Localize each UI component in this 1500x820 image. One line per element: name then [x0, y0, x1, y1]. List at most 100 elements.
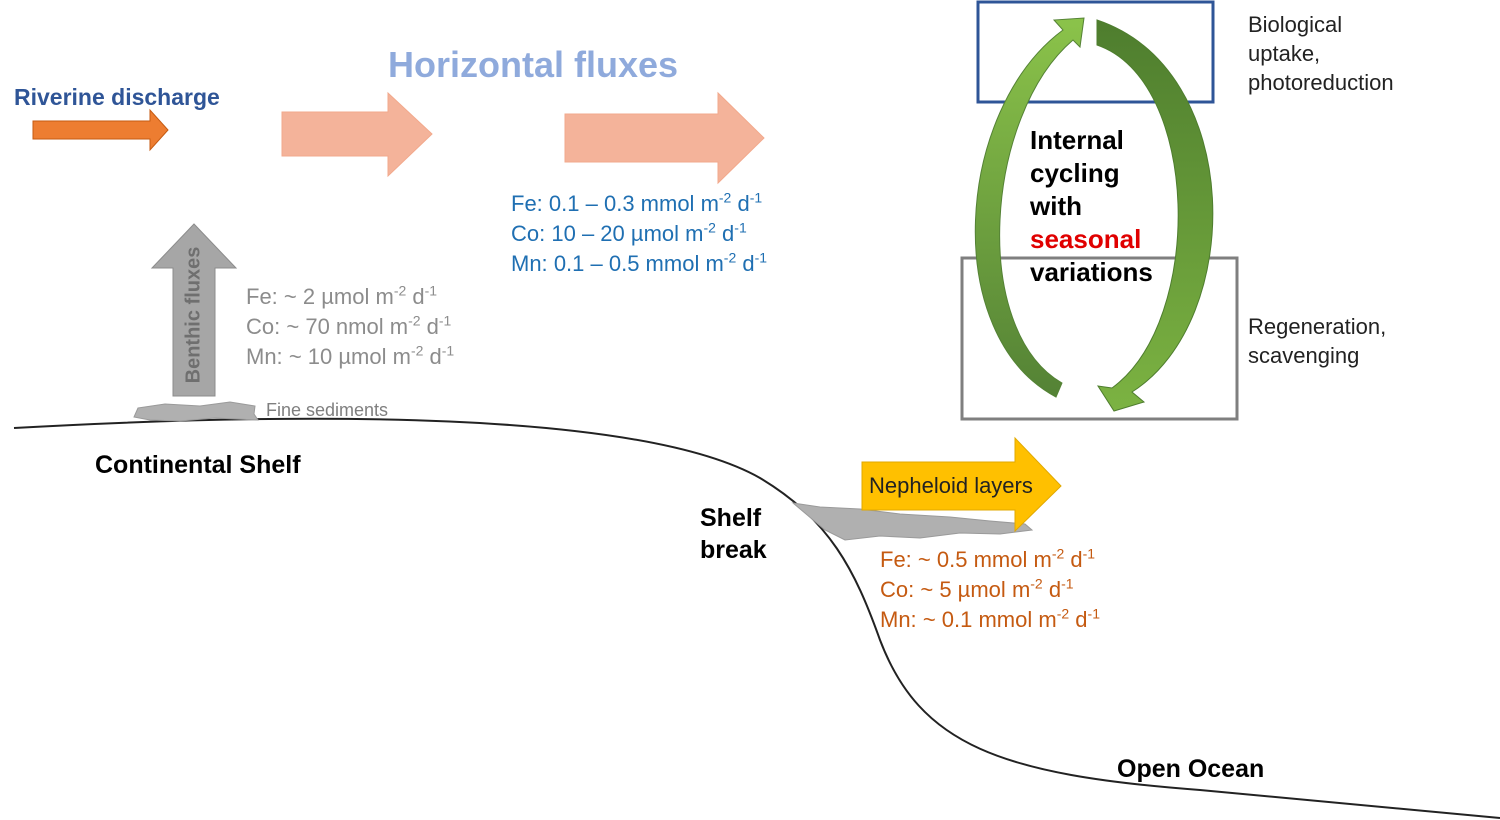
- cycle-arrow-upward: [974, 17, 1085, 398]
- benthic-fluxes-label: Benthic fluxes: [182, 246, 205, 384]
- shelf-break-line-2: break: [700, 536, 767, 564]
- flux-unit-area-exp: -2: [1030, 575, 1043, 592]
- bio-line-1: Biological: [1248, 12, 1343, 37]
- flux-unit-time-exp: -1: [441, 342, 455, 359]
- flux-unit-time-exp: -1: [749, 189, 763, 206]
- benthic-flux-line: Fe: ~ 2 µmol m-2 d-1: [246, 282, 454, 312]
- flux-unit-area: m: [1033, 547, 1052, 572]
- internal-line-1: Internal: [1030, 125, 1124, 155]
- regen-line-2: scavenging: [1248, 343, 1360, 368]
- flux-element: Mn:: [880, 607, 917, 632]
- nepheloid-layers-label: Nepheloid layers: [869, 473, 1033, 498]
- flux-unit-area: m: [1011, 577, 1031, 602]
- flux-unit-time: d: [412, 284, 425, 309]
- flux-value: ~ 5 µmol: [920, 577, 1006, 602]
- fine-sediment-patch: [133, 401, 259, 422]
- flux-unit-time: d: [1048, 577, 1062, 602]
- flux-value: ~ 2 µmol: [283, 284, 370, 309]
- flux-unit-area: m: [389, 314, 409, 339]
- flux-unit-time-exp: -1: [1061, 575, 1074, 592]
- cycle-arrow-downward: [1096, 19, 1214, 412]
- fine-sediments-label: Fine sediments: [266, 400, 389, 420]
- riverine-arrow: [32, 108, 169, 152]
- internal-line-2: cycling: [1030, 158, 1120, 188]
- flux-unit-area-exp: -2: [723, 249, 737, 266]
- flux-element: Fe:: [880, 547, 912, 572]
- flux-unit-area: m: [392, 344, 411, 369]
- flux-unit-time: d: [737, 191, 750, 216]
- shelf-break-label: Shelf break: [700, 502, 767, 566]
- flux-value: ~ 70 nmol: [286, 314, 384, 339]
- flux-element: Mn:: [246, 344, 283, 369]
- horizontal-flux-line: Mn: 0.1 – 0.5 mmol m-2 d-1: [511, 249, 767, 279]
- horizontal-flux-line: Co: 10 – 20 µmol m-2 d-1: [511, 219, 767, 249]
- flux-unit-time: d: [1075, 607, 1088, 632]
- flux-unit-time: d: [722, 221, 735, 246]
- internal-line-3: with: [1030, 191, 1082, 221]
- nepheloid-flux-line: Mn: ~ 0.1 mmol m-2 d-1: [880, 605, 1100, 635]
- biological-uptake-label: Biological uptake, photoreduction: [1248, 10, 1394, 97]
- flux-value: 0.1 – 0.3 mmol: [548, 191, 695, 216]
- benthic-flux-arrow: [150, 223, 238, 397]
- benthic-flux-line: Co: ~ 70 nmol m-2 d-1: [246, 312, 454, 342]
- open-ocean-label: Open Ocean: [1117, 755, 1265, 783]
- internal-line-5: variations: [1030, 257, 1153, 287]
- flux-unit-time-exp: -1: [438, 312, 452, 329]
- flux-unit-area-exp: -2: [410, 342, 424, 359]
- flux-element: Co:: [880, 577, 915, 602]
- benthic-flux-line: Mn: ~ 10 µmol m-2 d-1: [246, 342, 454, 372]
- shelf-break-line-1: Shelf: [700, 504, 762, 532]
- flux-unit-time: d: [742, 251, 755, 276]
- horizontal-flux-arrow-1: [281, 91, 433, 178]
- flux-unit-area: m: [1038, 607, 1057, 632]
- flux-value: ~ 0.5 mmol: [917, 547, 1028, 572]
- flux-value: 10 – 20 µmol: [551, 221, 680, 246]
- internal-line-seasonal: seasonal: [1030, 224, 1142, 254]
- flux-unit-time-exp: -1: [734, 219, 747, 236]
- nepheloid-flux-line: Fe: ~ 0.5 mmol m-2 d-1: [880, 545, 1100, 575]
- flux-unit-area-exp: -2: [718, 189, 732, 206]
- horizontal-flux-line: Fe: 0.1 – 0.3 mmol m-2 d-1: [511, 189, 767, 219]
- nepheloid-flux-line: Co: ~ 5 µmol m-2 d-1: [880, 575, 1100, 605]
- flux-value: 0.1 – 0.5 mmol: [553, 251, 700, 276]
- flux-unit-area: m: [375, 284, 394, 309]
- flux-unit-time-exp: -1: [1082, 545, 1096, 562]
- horizontal-flux-arrow-2: [564, 91, 765, 185]
- horizontal-fluxes-label: Horizontal fluxes: [388, 44, 679, 85]
- internal-cycling-label: Internal cycling with seasonal variation…: [1030, 124, 1153, 289]
- bio-line-3: photoreduction: [1248, 70, 1394, 95]
- riverine-discharge-label: Riverine discharge: [14, 84, 220, 110]
- flux-unit-time-exp: -1: [754, 249, 768, 266]
- continental-shelf-label: Continental Shelf: [95, 451, 301, 479]
- flux-unit-area: m: [685, 221, 704, 246]
- flux-unit-area-exp: -2: [1051, 545, 1065, 562]
- flux-unit-time-exp: -1: [424, 282, 438, 299]
- flux-unit-time: d: [429, 344, 442, 369]
- deep-processes-box: [960, 256, 1239, 421]
- flux-element: Co:: [246, 314, 281, 339]
- flux-unit-time: d: [1070, 547, 1083, 572]
- flux-unit-area-exp: -2: [703, 219, 716, 236]
- flux-unit-area: m: [700, 191, 719, 216]
- nepheloid-sediment-plume: [791, 502, 1034, 541]
- flux-unit-area: m: [705, 251, 724, 276]
- nepheloid-arrow: [861, 436, 1062, 533]
- flux-element: Mn:: [511, 251, 548, 276]
- regeneration-label: Regeneration, scavenging: [1248, 312, 1386, 370]
- flux-element: Fe:: [511, 191, 543, 216]
- flux-element: Co:: [511, 221, 546, 246]
- bio-line-2: uptake,: [1248, 41, 1321, 66]
- regen-line-1: Regeneration,: [1248, 314, 1387, 339]
- flux-unit-time-exp: -1: [1087, 605, 1100, 622]
- flux-unit-area-exp: -2: [393, 282, 407, 299]
- flux-value: ~ 10 µmol: [288, 344, 387, 369]
- surface-processes-box: [976, 0, 1215, 104]
- flux-unit-area-exp: -2: [408, 312, 421, 329]
- flux-element: Fe:: [246, 284, 278, 309]
- flux-unit-time: d: [426, 314, 439, 339]
- flux-unit-area-exp: -2: [1056, 605, 1070, 622]
